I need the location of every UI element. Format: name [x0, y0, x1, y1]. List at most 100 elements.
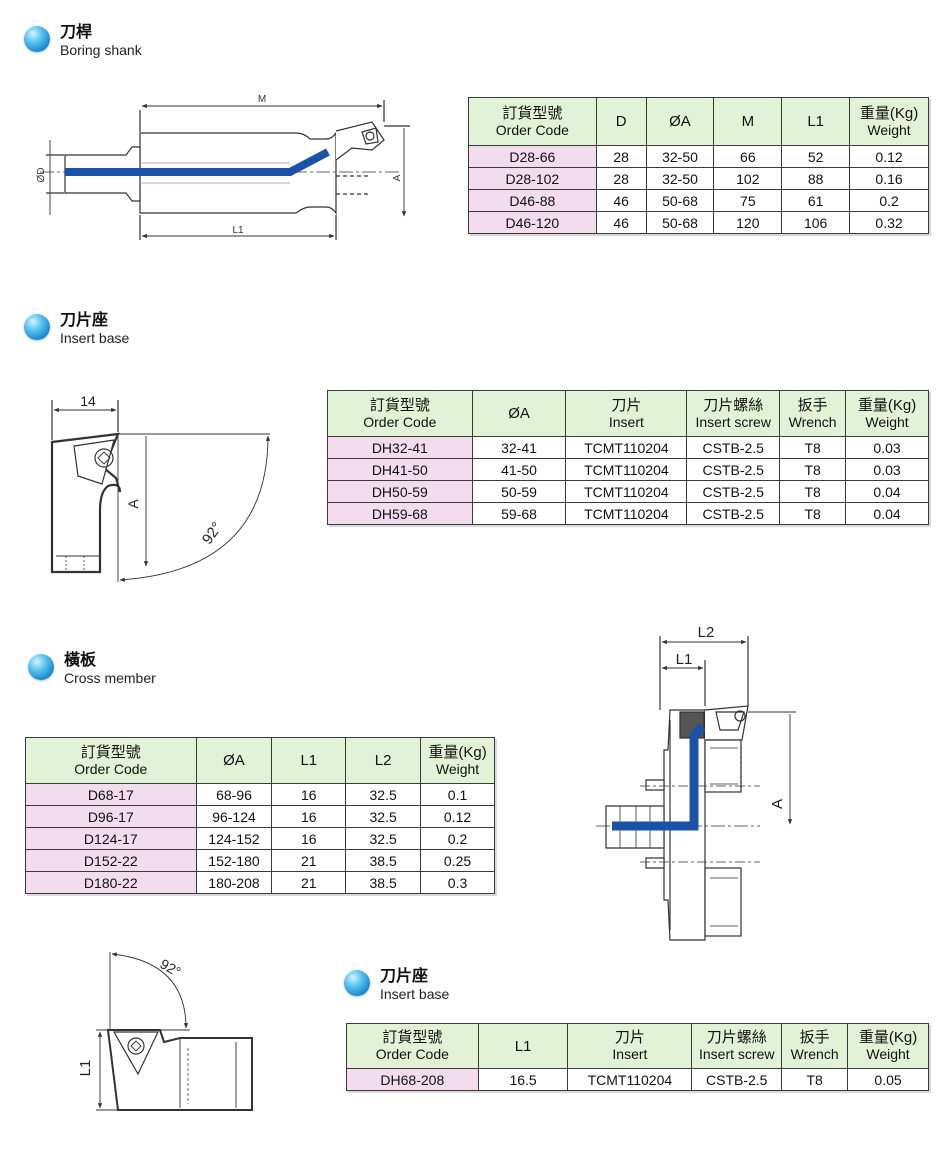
- cell-order-code: D28-66: [468, 145, 597, 168]
- cell-l1: 16.5: [477, 1068, 569, 1091]
- cell-order-code: DH50-59: [327, 480, 473, 503]
- header-weight: 重量(Kg)Weight: [847, 1023, 929, 1069]
- cell-d: 28: [595, 167, 647, 190]
- section-title: 刀桿: [60, 22, 93, 41]
- blue-bullet-icon: [28, 654, 54, 680]
- dim-label-14: 14: [80, 393, 96, 409]
- cell-wrench: T8: [779, 502, 847, 525]
- cell-l1: 16: [271, 827, 347, 850]
- cell-weight: 0.04: [845, 502, 929, 525]
- cell-weight: 0.3: [420, 871, 495, 894]
- cell-weight: 0.03: [845, 436, 929, 459]
- cell-m: 75: [713, 189, 783, 212]
- cell-order-code: D46-88: [468, 189, 597, 212]
- header-weight: 重量(Kg)Weight: [849, 97, 929, 146]
- section-title: 刀片座: [380, 966, 429, 985]
- table-row: D152-22 152-180 21 38.5 0.25: [25, 849, 495, 872]
- cell-weight: 0.2: [420, 827, 495, 850]
- dim-label-a: A: [392, 174, 403, 181]
- section-subtitle: Insert base: [60, 330, 130, 346]
- cell-order-code: D124-17: [25, 827, 197, 850]
- cell-wrench: T8: [779, 458, 847, 481]
- cell-l2: 32.5: [345, 827, 422, 850]
- table-row: D28-66 28 32-50 66 52 0.12: [468, 145, 929, 168]
- blue-bullet-icon: [24, 26, 50, 52]
- cell-oa: 32-41: [471, 436, 567, 459]
- cell-weight: 0.12: [849, 145, 929, 168]
- section-title: 刀片座: [60, 310, 109, 329]
- cell-l2: 38.5: [345, 871, 422, 894]
- table-row: D46-88 46 50-68 75 61 0.2: [468, 189, 929, 212]
- coolant-channel: [612, 723, 706, 831]
- dim-label-a: A: [125, 499, 141, 509]
- header-oa: ØA: [195, 737, 273, 784]
- cell-l2: 38.5: [345, 849, 422, 872]
- section-insert-base-1: 刀片座 Insert base: [24, 310, 129, 346]
- cell-l1: 88: [781, 167, 851, 190]
- cell-order-code: DH41-50: [327, 458, 473, 481]
- table-row: DH50-59 50-59 TCMT110204 CSTB-2.5 T8 0.0…: [327, 480, 929, 503]
- table-row: D124-17 124-152 16 32.5 0.2: [25, 827, 495, 850]
- cell-l1: 16: [271, 783, 347, 806]
- cell-insert-screw: CSTB-2.5: [691, 1068, 783, 1091]
- cell-weight: 0.1: [420, 783, 495, 806]
- cell-oa: 59-68: [471, 502, 567, 525]
- cell-l1: 21: [271, 849, 347, 872]
- cell-order-code: D46-120: [468, 211, 597, 234]
- header-weight: 重量(Kg)Weight: [845, 390, 929, 437]
- section-subtitle: Cross member: [64, 670, 156, 686]
- section-subtitle: Boring shank: [60, 42, 142, 58]
- insert-base-2-drawing: [96, 952, 253, 1111]
- cell-insert: TCMT110204: [565, 502, 688, 525]
- table-row: DH32-41 32-41 TCMT110204 CSTB-2.5 T8 0.0…: [327, 436, 929, 459]
- dim-label-l1: L1: [676, 651, 693, 668]
- cell-weight: 0.16: [849, 167, 929, 190]
- table-row: D68-17 68-96 16 32.5 0.1: [25, 783, 495, 806]
- dim-label-l2: L2: [698, 624, 715, 641]
- table-row: DH59-68 59-68 TCMT110204 CSTB-2.5 T8 0.0…: [327, 502, 929, 525]
- dim-label-a: A: [769, 799, 786, 809]
- cell-insert: TCMT110204: [565, 436, 688, 459]
- cell-d: 46: [595, 211, 647, 234]
- cell-insert-screw: CSTB-2.5: [686, 436, 781, 459]
- cell-insert: TCMT110204: [565, 480, 688, 503]
- cell-l2: 32.5: [345, 805, 422, 828]
- cell-order-code: DH32-41: [327, 436, 473, 459]
- header-l1: L1: [271, 737, 347, 784]
- header-d: D: [595, 97, 647, 146]
- cell-l1: 21: [271, 871, 347, 894]
- cell-l1: 52: [781, 145, 851, 168]
- cell-oa: 32-50: [645, 167, 715, 190]
- cell-l1: 106: [781, 211, 851, 234]
- cell-oa: 96-124: [195, 805, 273, 828]
- cell-weight: 0.2: [849, 189, 929, 212]
- cell-l2: 32.5: [345, 783, 422, 806]
- cell-weight: 0.05: [847, 1068, 929, 1091]
- cell-order-code: D180-22: [25, 871, 197, 894]
- cell-order-code: D96-17: [25, 805, 197, 828]
- cell-oa: 68-96: [195, 783, 273, 806]
- header-weight: 重量(Kg)Weight: [420, 737, 495, 784]
- cell-wrench: T8: [781, 1068, 849, 1091]
- table-row: D46-120 46 50-68 120 106 0.32: [468, 211, 929, 234]
- cell-wrench: T8: [779, 480, 847, 503]
- angle-label-92: 92°: [157, 955, 183, 979]
- cell-order-code: DH59-68: [327, 502, 473, 525]
- dim-label-l1: L1: [77, 1060, 94, 1077]
- cell-insert: TCMT110204: [567, 1068, 693, 1091]
- blue-bullet-icon: [24, 314, 50, 340]
- cell-insert: TCMT110204: [565, 458, 688, 481]
- dim-label-d: ØD: [36, 168, 47, 183]
- table-row: D96-17 96-124 16 32.5 0.12: [25, 805, 495, 828]
